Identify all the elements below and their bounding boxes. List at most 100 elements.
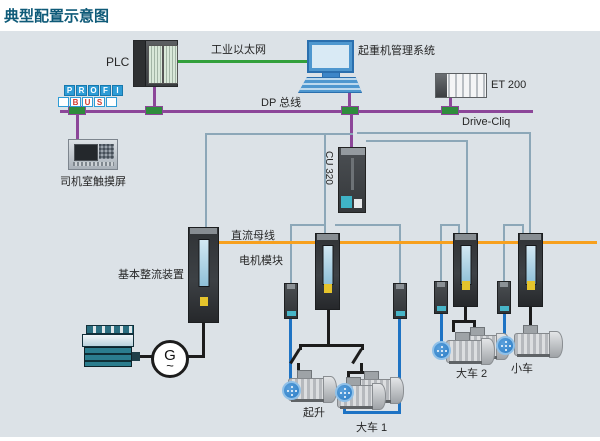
drive-cliq-line xyxy=(292,224,326,226)
profibus-letter: P xyxy=(64,85,75,96)
dp-bus-label: DP 总线 xyxy=(261,97,302,109)
cu320-top-cap xyxy=(341,148,365,155)
module-warning-tag xyxy=(526,281,535,290)
hoist-label: 起升 xyxy=(303,407,325,419)
motor-cable xyxy=(138,355,152,358)
profibus-letter: R xyxy=(76,85,87,96)
sensor-module-cap xyxy=(500,282,508,287)
bus-connector xyxy=(68,106,86,115)
drive-cliq-line xyxy=(503,224,505,282)
sensor-module-cap xyxy=(437,282,445,287)
drive-cliq-label: Drive-Cliq xyxy=(462,116,511,128)
hmi-screen xyxy=(74,144,98,161)
drive-cliq-line xyxy=(466,140,468,234)
drive-cliq-line xyxy=(522,224,524,234)
motor-body xyxy=(446,340,485,363)
gantry2-motor-front xyxy=(446,332,495,365)
profibus-letter xyxy=(58,97,69,107)
ethernet-label: 工业以太网 xyxy=(211,44,266,56)
motor-cap xyxy=(481,338,495,365)
drive-cliq-line xyxy=(399,224,401,283)
drive-cliq-line xyxy=(440,224,460,226)
bus-connector xyxy=(145,106,163,115)
module-warning-tag xyxy=(461,281,470,290)
sensor-module xyxy=(284,283,298,319)
generator-symbol: G ~ xyxy=(151,340,189,378)
plc-door-panel xyxy=(148,45,163,84)
trolley-motor xyxy=(514,325,563,358)
computer-keyboard xyxy=(298,77,362,93)
module-top-cap xyxy=(190,228,217,234)
profibus-logo: P R O F I xyxy=(64,85,123,96)
drive-cliq-line xyxy=(324,133,326,234)
drive-cliq-line xyxy=(366,140,468,142)
bus-connector xyxy=(341,106,359,115)
module-front-panel xyxy=(460,245,471,285)
plc-drop-line xyxy=(153,87,156,111)
plc-label: PLC xyxy=(106,55,130,69)
module-front-panel xyxy=(198,239,209,287)
module-warning-tag xyxy=(199,297,208,306)
motor-cable xyxy=(184,355,205,358)
et200-label: ET 200 xyxy=(491,79,527,91)
computer-drop-line xyxy=(348,90,351,111)
module-top-cap xyxy=(520,234,541,240)
gantry1-label: 大车 1 xyxy=(356,422,388,434)
sensor-module-cap xyxy=(396,284,404,289)
encoder-cable xyxy=(440,313,443,343)
profibus-letter: O xyxy=(88,85,99,96)
generator-letter: G xyxy=(164,346,176,364)
engine-head xyxy=(86,325,134,334)
cu320-terminal-block xyxy=(341,196,352,208)
profibus-letter: F xyxy=(100,85,111,96)
sensor-module-port xyxy=(287,311,296,316)
motor-body xyxy=(514,333,553,356)
ethernet-line xyxy=(177,60,308,63)
motor-cable xyxy=(347,371,350,379)
encoder-cable xyxy=(289,318,292,382)
drive-cliq-line xyxy=(335,224,401,226)
dp-bus-line xyxy=(60,110,533,113)
encoder-symbol xyxy=(282,381,301,400)
diesel-engine xyxy=(82,325,140,370)
motor-cable xyxy=(347,371,375,374)
cu320-connector xyxy=(354,199,362,208)
engine-shaft xyxy=(132,352,140,361)
encoder-symbol xyxy=(496,336,515,355)
motor-cable xyxy=(529,306,532,330)
hmi-keypad xyxy=(99,144,114,159)
profibus-letter: I xyxy=(112,85,123,96)
motor-module-gantry2 xyxy=(453,233,478,307)
dc-bus-line xyxy=(203,241,597,244)
plc-door-panel xyxy=(163,45,178,84)
motor-module-trolley xyxy=(518,233,543,307)
profibus-letter: S xyxy=(94,97,105,107)
drive-cliq-line xyxy=(529,132,531,234)
dc-bus-label: 直流母线 xyxy=(231,230,275,242)
hmi-key-row xyxy=(73,162,114,166)
profibus-letter: U xyxy=(82,97,93,107)
drive-cliq-line xyxy=(357,132,531,134)
motor-module-label: 电机模块 xyxy=(239,255,283,267)
module-top-cap xyxy=(317,234,338,240)
engine-band xyxy=(82,334,134,347)
motor-cap xyxy=(372,383,386,410)
rectifier-label: 基本整流装置 xyxy=(118,269,184,281)
crane-management-computer xyxy=(307,40,354,73)
sensor-module xyxy=(497,281,511,314)
plc-module xyxy=(133,40,178,87)
sensor-module-port xyxy=(500,306,509,311)
motor-cable xyxy=(327,309,330,346)
et200-head xyxy=(436,74,447,97)
sensor-module xyxy=(393,283,407,319)
motor-cable xyxy=(202,322,205,358)
plc-cpu-section xyxy=(134,41,146,86)
motor-cable xyxy=(452,320,476,323)
profibus-letter xyxy=(106,97,117,107)
profibus-letter: B xyxy=(70,97,81,107)
drive-cliq-line xyxy=(440,224,442,282)
cu320-drop-line xyxy=(350,113,353,149)
motor-cable xyxy=(464,306,467,322)
hmi-drop-line xyxy=(76,113,79,140)
